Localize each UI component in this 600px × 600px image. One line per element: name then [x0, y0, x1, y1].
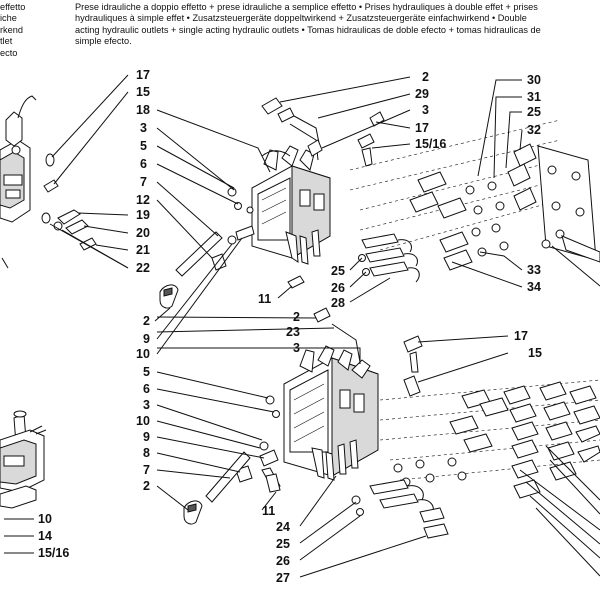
header-line: hydrauliques à simple effet • Zusatzsteu…: [75, 13, 527, 24]
upper-valve-bottom-leaders: [277, 257, 391, 303]
callout-32: 32: [527, 123, 541, 137]
callout-21: 21: [136, 243, 150, 257]
callout-15: 15: [136, 85, 150, 99]
callout-10-left: 10: [38, 512, 52, 526]
callout-25: 25: [331, 264, 345, 278]
header-left-fragment: ecto: [0, 47, 18, 58]
upper-valve-left-parts: [159, 187, 255, 309]
upper-couplers: [409, 143, 537, 271]
callout-22: 22: [136, 261, 150, 275]
lower-valve-right-parts: [403, 335, 423, 397]
lower-valve-hoses: [265, 473, 449, 539]
callout-30: 30: [527, 73, 541, 87]
callout-8: 8: [143, 446, 150, 460]
left-valve-assembly: [0, 95, 37, 269]
upper-valve-hoses: [287, 233, 420, 289]
callout-6-lower: 6: [143, 382, 150, 396]
header-line: Prese idrauliche a doppio effetto + pres…: [75, 2, 538, 12]
callout-26-lower: 26: [276, 554, 290, 568]
callout-24: 24: [276, 520, 290, 534]
callout-19: 19: [136, 208, 150, 222]
callout-11: 11: [258, 292, 271, 306]
callout-20: 20: [136, 226, 150, 240]
callout-33: 33: [527, 263, 541, 277]
callout-9-lower: 9: [143, 430, 150, 444]
lower-valve-left-leaders: [156, 316, 361, 511]
lower-left-leaders: [4, 518, 34, 554]
callout-17-lower: 17: [514, 329, 528, 343]
callout-31: 31: [527, 90, 541, 104]
upper-valve-left-leaders: [154, 109, 271, 355]
lower-valve-bottom-leaders: [261, 475, 427, 578]
callout-2: 2: [143, 314, 150, 328]
callout-18: 18: [136, 103, 150, 117]
callout-10: 10: [136, 347, 150, 361]
callout-2-lower: 2: [293, 310, 300, 324]
callout-2-top: 2: [422, 70, 429, 84]
lower-couplers: [393, 381, 600, 577]
callout-14: 14: [38, 529, 52, 543]
callout-10-lower: 10: [136, 414, 150, 428]
callout-17: 17: [136, 68, 150, 82]
callout-12: 12: [136, 193, 150, 207]
header-left-fragments: effetto iche rkend tlet ecto: [0, 2, 25, 59]
left-column-parts: [41, 153, 97, 251]
lower-left-unit: [0, 410, 47, 509]
callout-3-lower-b: 3: [143, 398, 150, 412]
callout-5: 5: [140, 139, 147, 153]
callout-29: 29: [415, 87, 429, 101]
callout-7: 7: [140, 175, 147, 189]
callout-11-lower: 11: [262, 504, 275, 518]
callout-17-top: 17: [415, 121, 429, 135]
callout-3-top: 3: [422, 103, 429, 117]
header-left-fragment: rkend: [0, 24, 23, 35]
header-left-fragment: iche: [0, 13, 17, 24]
callout-23: 23: [286, 325, 300, 339]
callout-25-right: 25: [527, 105, 541, 119]
callout-25-lower: 25: [276, 537, 290, 551]
callout-9: 9: [143, 332, 150, 346]
lower-valve-right-leaders: [417, 335, 509, 383]
mounting-plate: [537, 145, 600, 287]
callout-15-lower: 15: [528, 346, 542, 360]
callout-27: 27: [276, 571, 290, 585]
upper-valve-top-leaders: [279, 76, 411, 149]
header-line: acting hydraulic outlets + single acting…: [75, 24, 541, 35]
right-group-leaders: [451, 79, 523, 288]
left-column-leaders: [49, 74, 129, 269]
callout-26: 26: [331, 281, 345, 295]
header-line: simple efecto.: [75, 36, 132, 47]
callout-28: 28: [331, 296, 345, 310]
callout-6: 6: [140, 157, 147, 171]
callout-3: 3: [140, 121, 147, 135]
callout-34: 34: [527, 280, 541, 294]
lower-valve-assembly: [283, 307, 379, 481]
header-left-fragment: tlet: [0, 36, 13, 47]
callout-5-lower: 5: [143, 365, 150, 379]
upper-coupler-guides: [349, 119, 561, 251]
callout-7-lower: 7: [143, 463, 150, 477]
page-header: Prese idrauliche a doppio effetto + pres…: [75, 2, 541, 48]
upper-valve-assembly: [251, 107, 331, 265]
upper-valve-top-parts: [261, 97, 385, 167]
callout-15-16-top: 15/16: [415, 137, 446, 151]
callout-2-lower-b: 2: [143, 479, 150, 493]
callout-15-16-left: 15/16: [38, 546, 69, 560]
header-left-fragment: effetto: [0, 2, 26, 12]
callout-3-lower: 3: [293, 341, 300, 355]
